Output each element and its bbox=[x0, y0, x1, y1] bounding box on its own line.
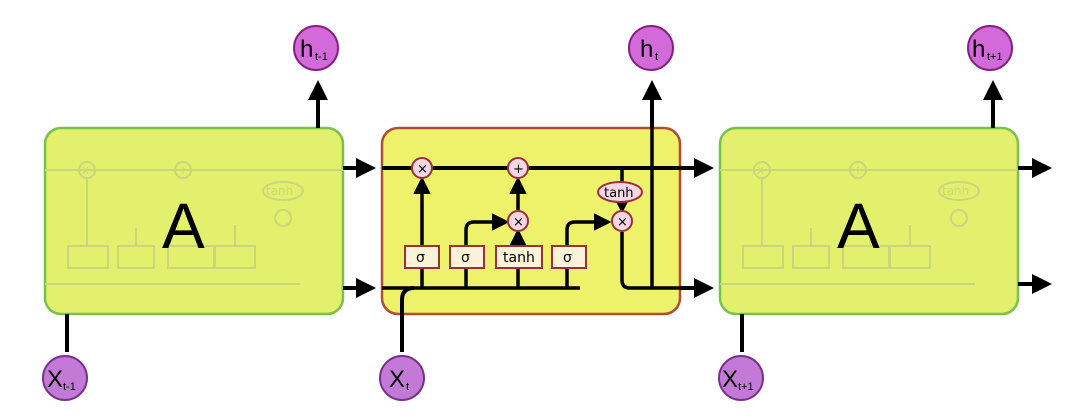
input-x-t: X t bbox=[379, 355, 425, 401]
output-h-t: h t bbox=[628, 25, 674, 71]
module-left-label: A bbox=[162, 190, 205, 262]
sigma-layer-3: σ bbox=[551, 245, 587, 269]
output-right-main: h bbox=[972, 36, 985, 63]
input-center-wire bbox=[400, 286, 415, 352]
add-op: + bbox=[507, 157, 529, 179]
sigma-layer-1-text: σ bbox=[416, 250, 425, 266]
input-gate-wire bbox=[464, 213, 510, 288]
output-center-sub: t bbox=[655, 51, 658, 63]
tanh-op-text: tanh bbox=[604, 186, 634, 201]
module-right-faint-tanh: tanh bbox=[942, 184, 969, 198]
output-h-t-plus-1: h t+1 bbox=[967, 25, 1013, 71]
module-right-faint-mult: x bbox=[757, 163, 764, 177]
output-h-t-minus-1: h t-1 bbox=[293, 25, 339, 71]
module-left-faint-tanh: tanh bbox=[266, 184, 293, 198]
input-right-sub: t+1 bbox=[738, 381, 754, 393]
module-right-faint-add: + bbox=[853, 163, 863, 177]
tanh-op: tanh bbox=[597, 181, 643, 203]
add-op-text: + bbox=[513, 162, 524, 177]
module-right-faint-internals: x + tanh bbox=[720, 161, 1018, 285]
mult-op-forget-text: × bbox=[417, 162, 428, 177]
output-left-sub: t-1 bbox=[315, 51, 328, 63]
input-center-main: X bbox=[389, 366, 405, 393]
tanh-layer: tanh bbox=[495, 245, 543, 269]
output-gate-wire bbox=[565, 213, 612, 288]
module-center-box bbox=[380, 126, 682, 316]
module-left: x + tanh A bbox=[43, 126, 345, 316]
input-left-sub: t-1 bbox=[63, 381, 76, 393]
module-center: × + × × tanh σ σ tanh bbox=[380, 126, 682, 316]
mult-op-input-text: × bbox=[513, 215, 524, 230]
module-left-faint-internals: x + tanh bbox=[45, 161, 343, 285]
input-right-main: X bbox=[722, 366, 738, 393]
output-left-main: h bbox=[300, 36, 313, 63]
output-center-main: h bbox=[640, 36, 653, 63]
module-left-faint-mult: x bbox=[82, 163, 89, 177]
mult-op-forget: × bbox=[411, 157, 433, 179]
sigma-layer-3-text: σ bbox=[563, 250, 572, 266]
sigma-layer-2: σ bbox=[449, 245, 485, 269]
tanh-layer-text: tanh bbox=[503, 250, 535, 266]
module-right-label: A bbox=[837, 190, 880, 262]
mult-op-output-text: × bbox=[617, 215, 628, 230]
output-down-wire bbox=[620, 232, 680, 290]
input-x-t-plus-1: X t+1 bbox=[718, 355, 764, 401]
input-center-sub: t bbox=[406, 381, 409, 393]
input-left-main: X bbox=[47, 366, 63, 393]
sigma-layer-2-text: σ bbox=[461, 250, 470, 266]
module-right: x + tanh A bbox=[718, 126, 1020, 316]
sigma-layer-1: σ bbox=[404, 245, 440, 269]
mult-op-input: × bbox=[507, 210, 529, 232]
mult-op-output: × bbox=[611, 210, 633, 232]
output-right-sub: t+1 bbox=[987, 51, 1003, 63]
input-x-t-minus-1: X t-1 bbox=[42, 355, 88, 401]
module-left-faint-add: + bbox=[178, 163, 188, 177]
